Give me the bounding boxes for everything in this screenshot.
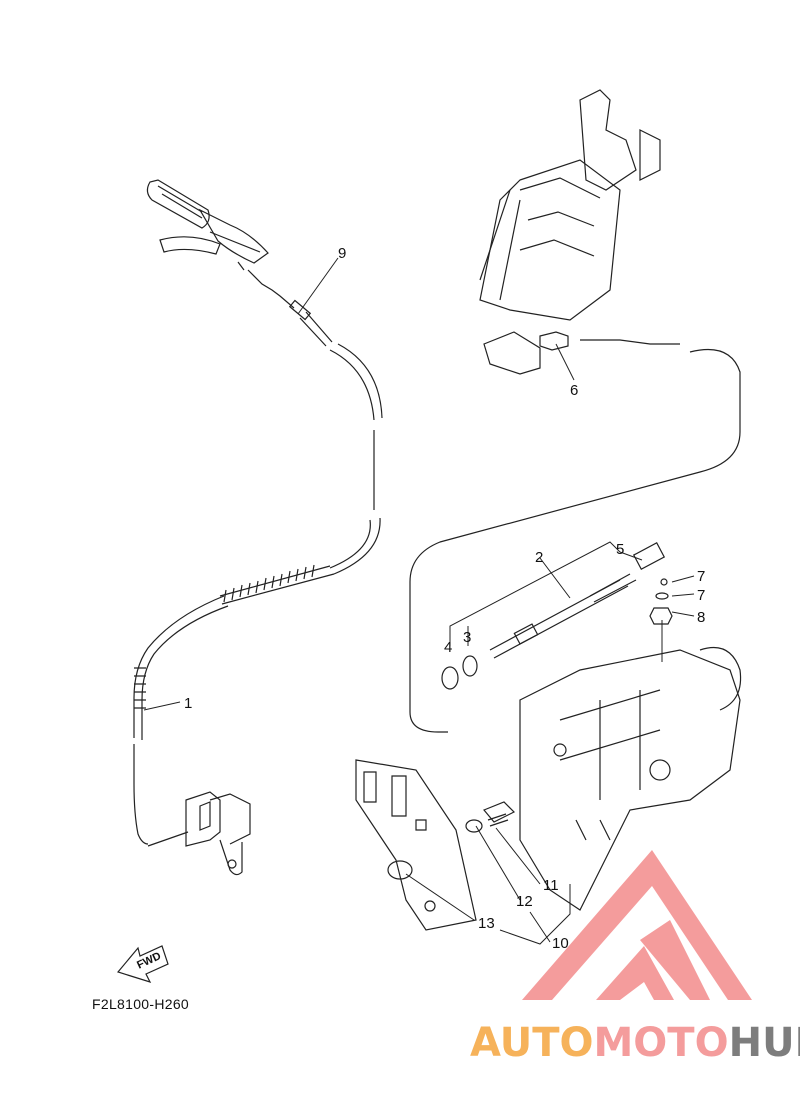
callout-9: 9 [338,245,346,262]
callout-6: 6 [570,382,578,399]
watermark-text-hub: HUB [728,1020,800,1066]
callout-7b: 7 [697,587,705,604]
fwd-arrow-icon [116,945,169,983]
steering-cable [441,542,673,690]
throttle-cable [133,269,383,847]
part-code: F2L8100-H260 [92,996,189,1012]
handlebar-grip [146,179,269,271]
watermark-text-auto: AUTO [470,1020,594,1066]
callout-5: 5 [616,541,624,558]
callout-13: 13 [478,915,495,932]
jet-pump [519,646,742,911]
callout-3: 3 [463,629,471,646]
watermark-logo [522,850,752,1000]
callout-10: 10 [552,935,569,952]
steering-cable-route [409,348,741,733]
callout-4: 4 [444,639,452,656]
callout-2: 2 [535,549,543,566]
steering-column [479,89,680,375]
callout-1: 1 [184,695,192,712]
watermark-text: AUTOMOTOHUB [470,1020,800,1066]
callout-12: 12 [516,893,533,910]
callout-7a: 7 [697,568,705,585]
callout-8: 8 [697,609,705,626]
throttle-bracket [185,791,251,876]
cable-bracket-plate [355,759,516,931]
callout-leaders [143,257,695,945]
callout-11: 11 [543,877,559,894]
watermark-text-moto: MOTO [593,1020,729,1066]
